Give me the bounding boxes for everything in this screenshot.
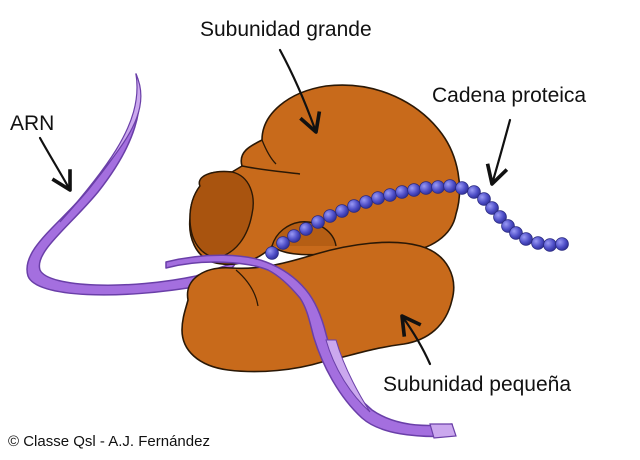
protein-bead [335,204,349,218]
protein-chain [265,179,569,260]
credit-text: © Classe Qsl - A.J. Fernández [8,433,210,450]
protein-bead [493,210,507,224]
protein-bead [555,237,569,251]
protein-bead [509,226,523,240]
label-protein-chain: Cadena proteica [432,84,586,107]
protein-bead [519,232,533,246]
protein-bead [287,229,301,243]
protein-bead [531,236,545,250]
label-large-subunit: Subunidad grande [200,18,372,41]
protein-bead [265,246,279,260]
protein-bead [467,185,481,199]
protein-bead [395,185,409,199]
protein-bead [347,199,361,213]
pointer-arrows [38,48,512,366]
small-subunit-arrow [400,314,432,366]
protein-bead [311,215,325,229]
protein-bead [276,236,290,250]
protein-bead [431,180,445,194]
protein-bead [323,209,337,223]
protein-bead [485,201,499,215]
protein-bead [407,183,421,197]
label-small-subunit: Subunidad pequeña [383,373,571,396]
protein-bead [299,222,313,236]
protein-bead [419,181,433,195]
protein-bead [359,195,373,209]
rna-arrow [38,136,72,192]
protein-bead [543,238,557,252]
protein-bead [371,191,385,205]
small-subunit [181,241,455,373]
protein-chain-arrow [485,118,512,186]
protein-bead [455,181,469,195]
protein-bead [383,188,397,202]
large-subunit-arrow [278,48,322,134]
protein-bead [477,192,491,206]
label-rna: ARN [10,112,54,135]
large-subunit [188,84,461,266]
rna-ribbon-front [165,254,457,439]
protein-bead [443,179,457,193]
